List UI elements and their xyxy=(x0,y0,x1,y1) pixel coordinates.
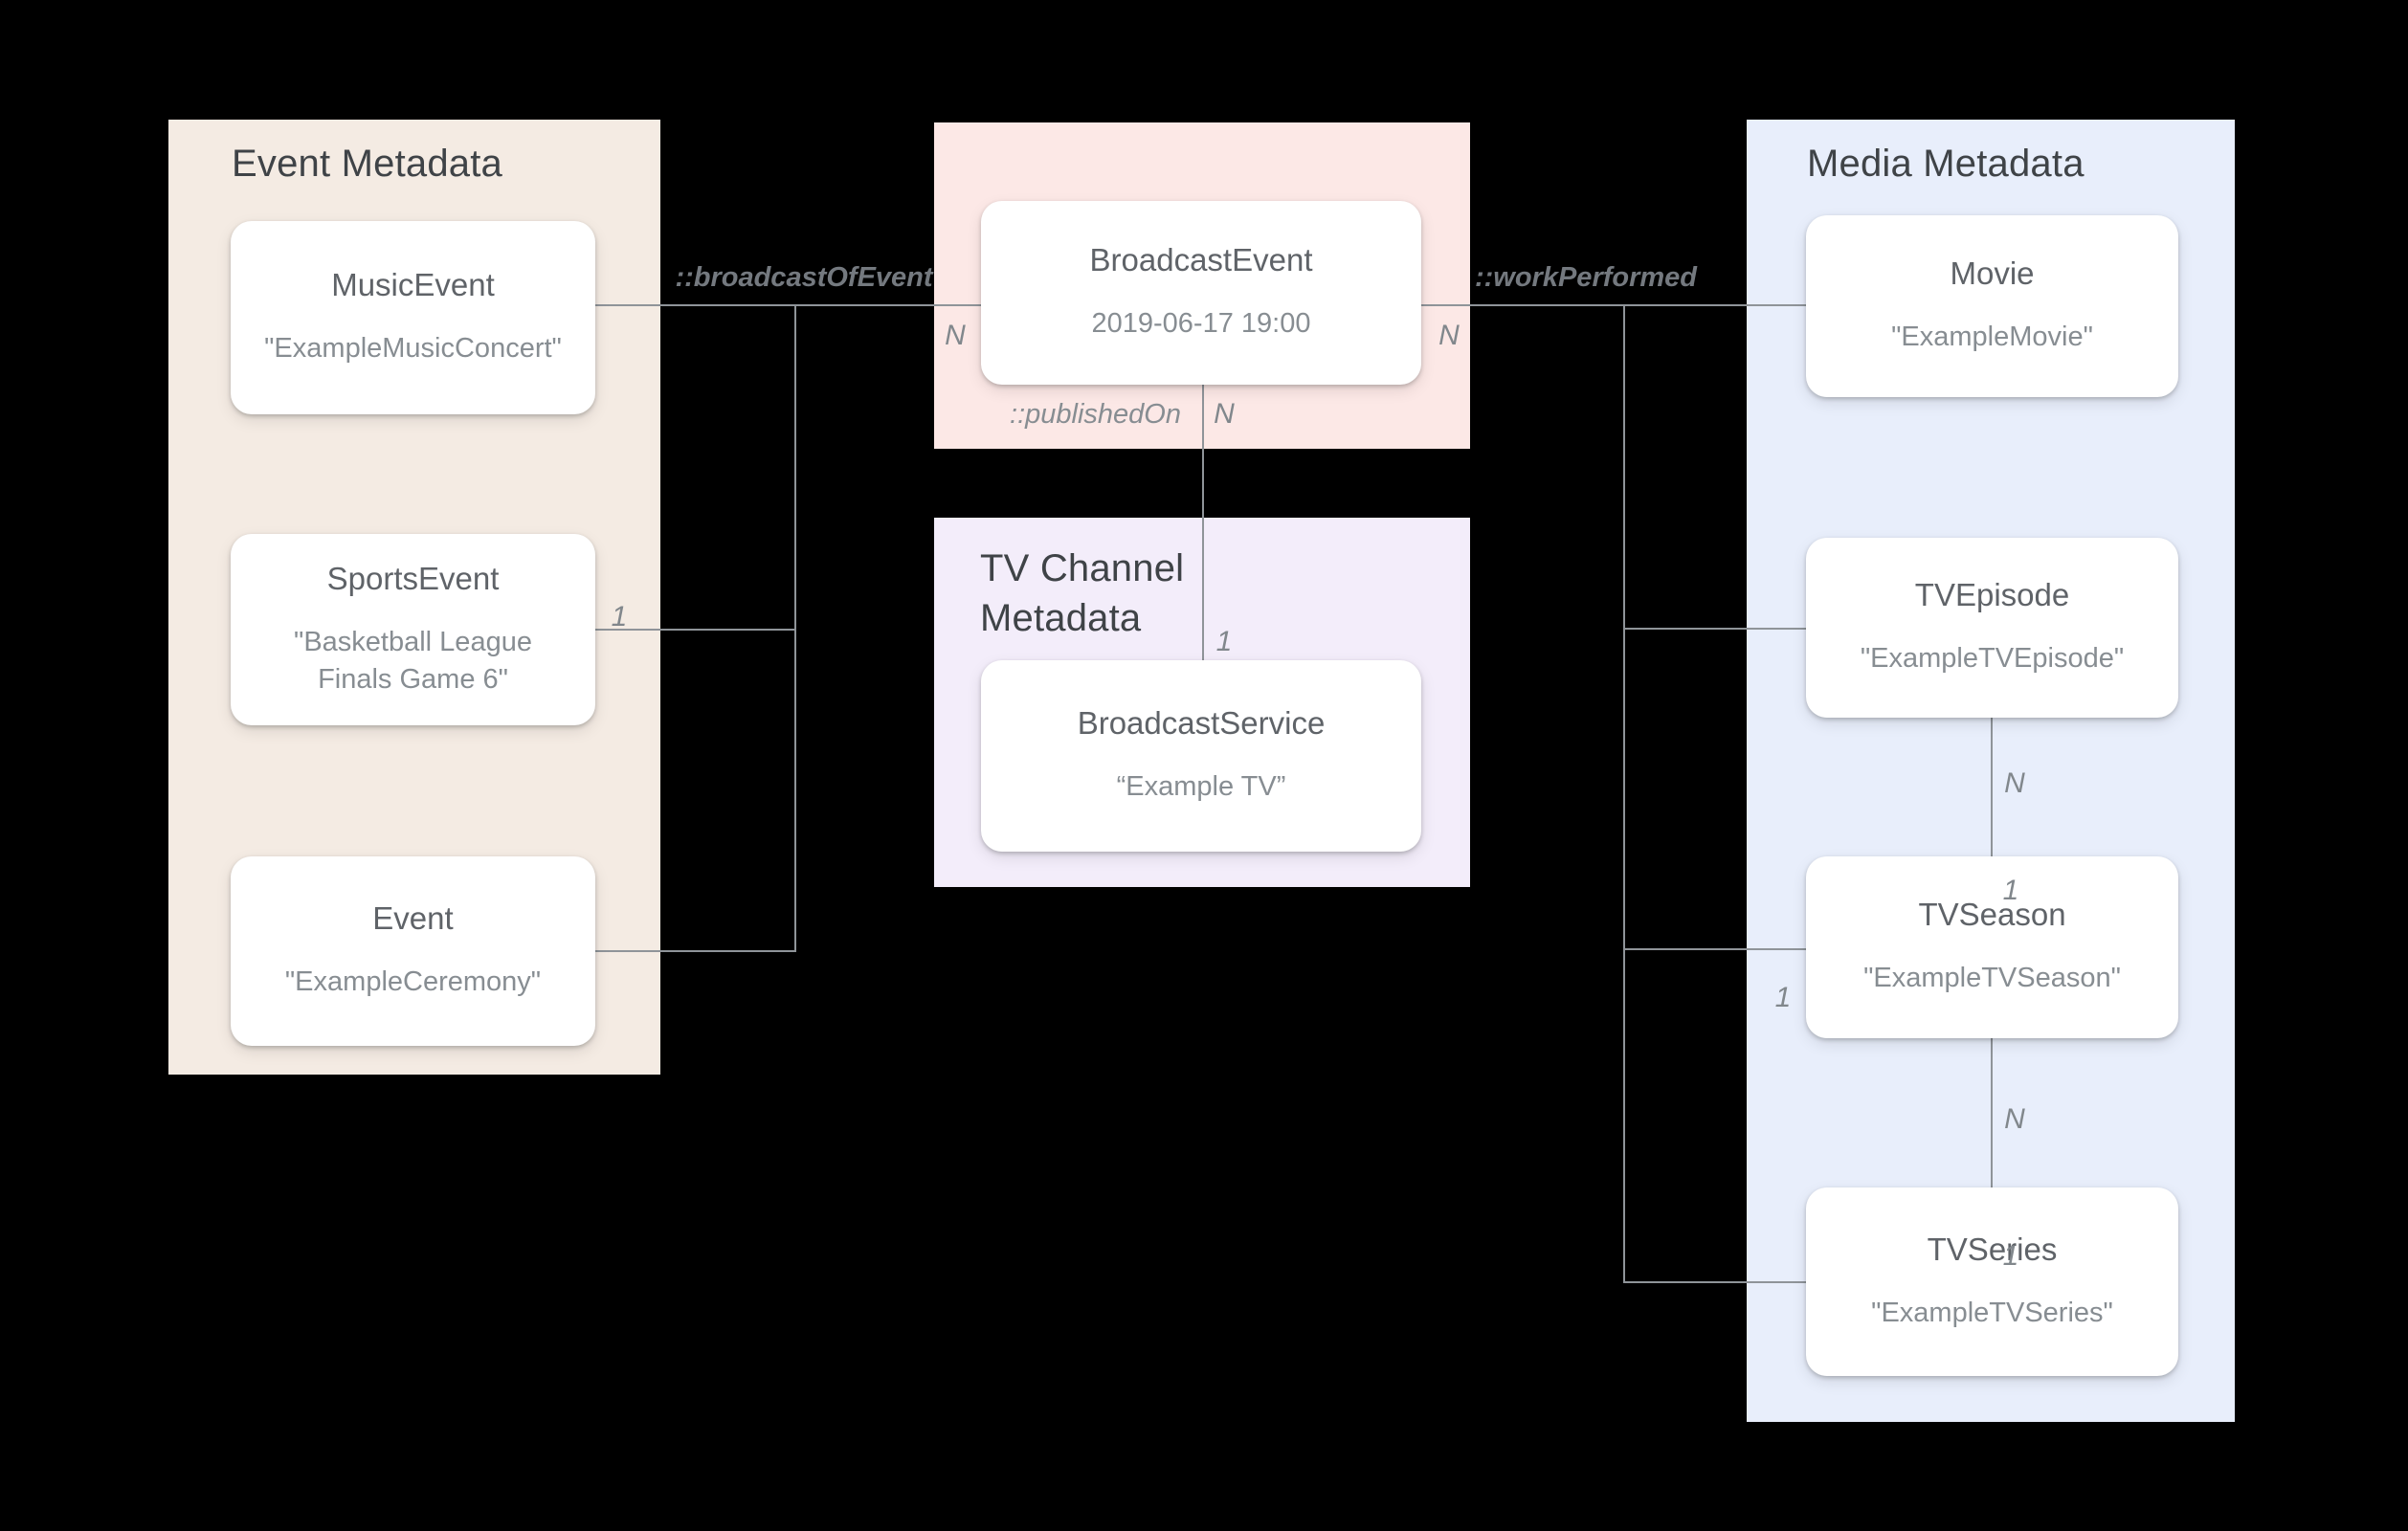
connector-tvseason-tvseries xyxy=(1991,1038,1993,1187)
node-subtitle: "ExampleTVEpisode" xyxy=(1860,643,2125,675)
node-broadcast-service: BroadcastService “Example TV” xyxy=(981,660,1421,852)
node-title: Event xyxy=(372,900,454,937)
node-subtitle: "ExampleMusicConcert" xyxy=(264,333,562,365)
node-subtitle: “Example TV” xyxy=(1116,771,1286,803)
event-metadata-title: Event Metadata xyxy=(232,143,502,185)
connector-broadcastevent-movie xyxy=(1421,304,1806,306)
relation-label-work-performed: ::workPerformed xyxy=(1474,262,1698,293)
node-subtitle: "Basketball League Finals Game 6" xyxy=(294,626,532,695)
node-subtitle: "ExampleMovie" xyxy=(1891,322,2093,353)
node-title: SportsEvent xyxy=(326,560,500,596)
node-tv-episode: TVEpisode "ExampleTVEpisode" xyxy=(1806,538,2178,718)
node-subtitle: "ExampleCeremony" xyxy=(284,966,542,998)
node-subtitle: "ExampleTVSeason" xyxy=(1863,963,2121,994)
cardinality-season-series-n: N xyxy=(2004,1103,2025,1135)
relation-label-broadcast-of-event: ::broadcastOfEvent xyxy=(675,262,933,293)
connector-broadcastevent-broadcastservice xyxy=(1202,383,1204,662)
connector-trunk-tvepisode xyxy=(1623,628,1808,630)
tv-channel-metadata-title: TV Channel Metadata xyxy=(980,547,1185,639)
connector-trunk-tvseason xyxy=(1623,948,1808,950)
cardinality-sports-event-1: 1 xyxy=(611,601,628,632)
node-tv-series: TVSeries "ExampleTVSeries" xyxy=(1806,1187,2178,1376)
connector-sportsevent-trunk xyxy=(593,629,796,631)
cardinality-season-series-1: 1 xyxy=(2002,1240,2019,1272)
node-event: Event "ExampleCeremony" xyxy=(231,856,595,1046)
cardinality-published-on-1: 1 xyxy=(1215,626,1233,657)
node-sports-event: SportsEvent "Basketball League Finals Ga… xyxy=(231,534,595,725)
node-title: TVSeason xyxy=(1918,897,2066,933)
node-movie: Movie "ExampleMovie" xyxy=(1806,215,2178,397)
node-title: TVEpisode xyxy=(1914,577,2070,613)
cardinality-episode-season-n: N xyxy=(2004,767,2025,799)
node-title: MusicEvent xyxy=(331,267,495,303)
node-title: BroadcastService xyxy=(1077,705,1326,742)
connector-trunk-tvseries xyxy=(1623,1281,1808,1283)
connector-left-trunk xyxy=(794,304,796,952)
cardinality-broadcast-left-n: N xyxy=(945,320,966,351)
node-broadcast-event: BroadcastEvent 2019-06-17 19:00 xyxy=(981,201,1421,385)
cardinality-broadcast-right-n: N xyxy=(1438,320,1460,351)
relation-label-published-on: ::publishedOn xyxy=(1010,399,1181,430)
node-title: TVSeries xyxy=(1927,1231,2058,1267)
connector-tvepisode-tvseason xyxy=(1991,718,1993,857)
cardinality-published-on-n: N xyxy=(1214,398,1235,430)
cardinality-season-left-1: 1 xyxy=(1774,982,1792,1013)
node-subtitle: 2019-06-17 19:00 xyxy=(1091,308,1311,340)
node-subtitle: "ExampleTVSeries" xyxy=(1871,1297,2113,1328)
connector-musicevent-broadcastevent xyxy=(593,304,981,306)
connector-event-trunk xyxy=(593,950,796,952)
node-music-event: MusicEvent "ExampleMusicConcert" xyxy=(231,221,595,414)
connector-right-trunk xyxy=(1623,304,1625,1283)
node-title: BroadcastEvent xyxy=(1089,242,1313,278)
node-title: Movie xyxy=(1950,255,2035,292)
media-metadata-title: Media Metadata xyxy=(1807,143,2085,185)
cardinality-episode-season-1: 1 xyxy=(2002,875,2019,906)
node-tv-season: TVSeason "ExampleTVSeason" xyxy=(1806,856,2178,1038)
